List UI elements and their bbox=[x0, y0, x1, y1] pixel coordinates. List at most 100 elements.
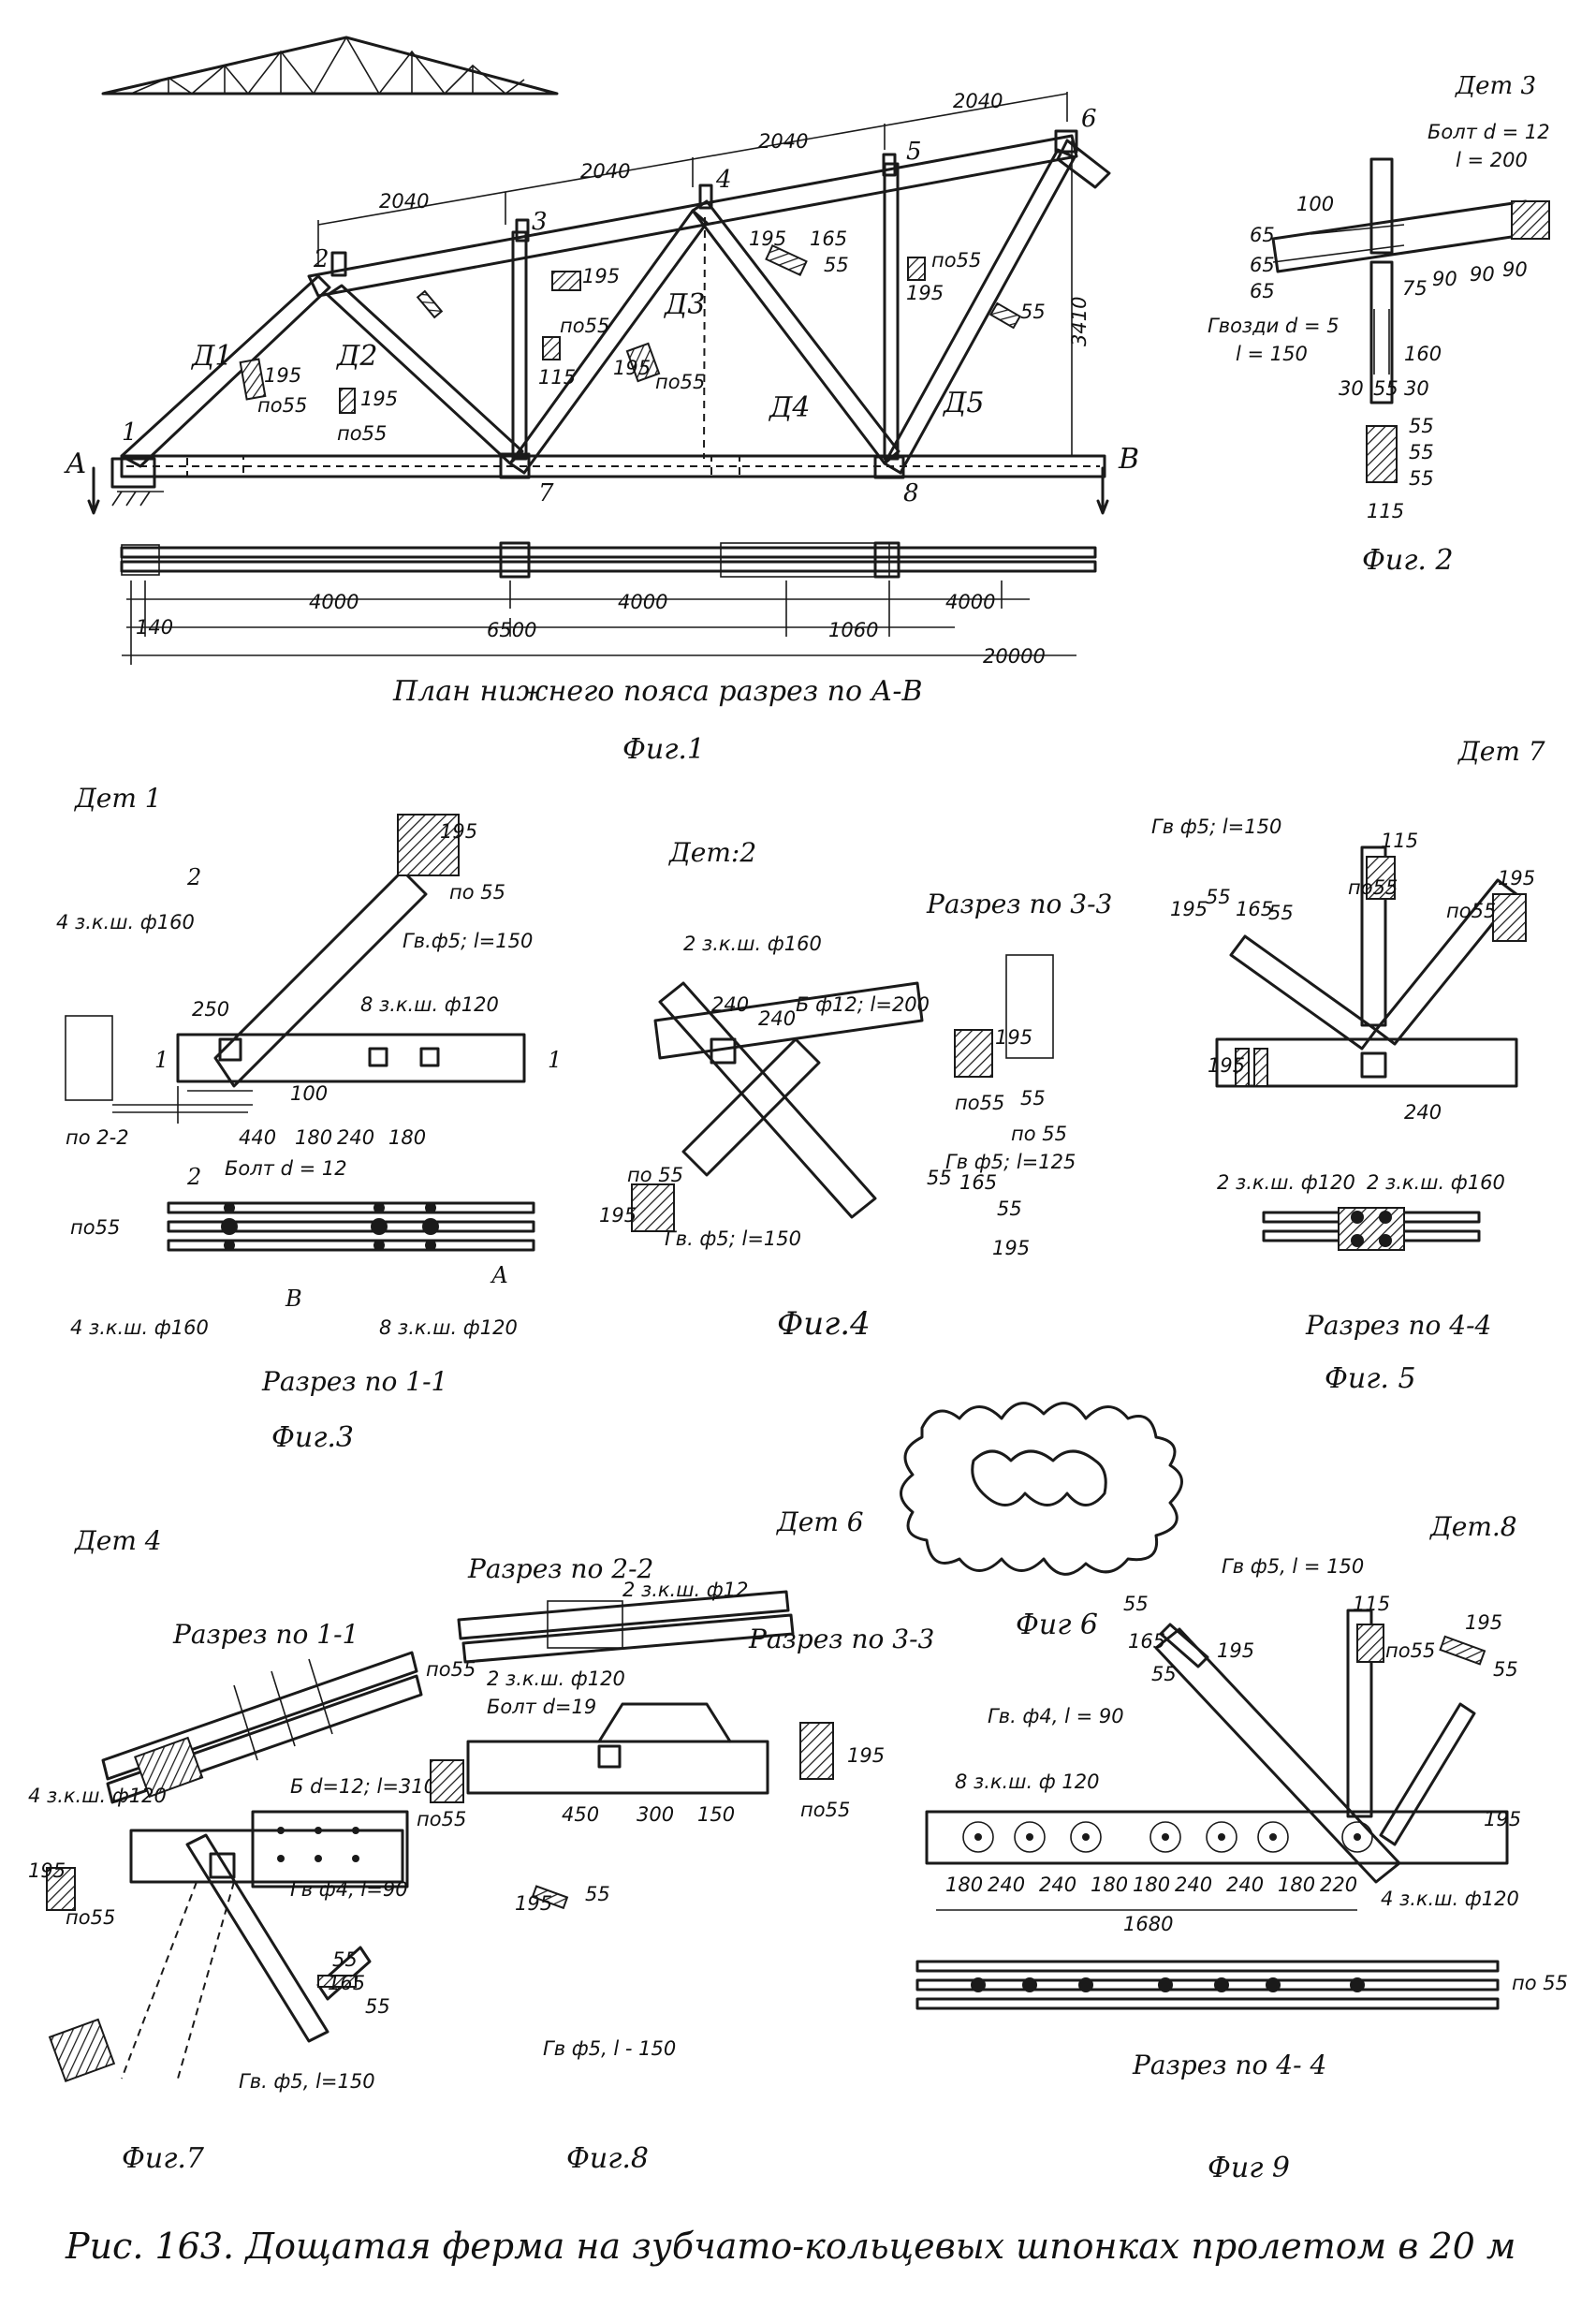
fig2-dim-55c: 55 bbox=[1409, 467, 1434, 490]
fig2-det: Дет 3 bbox=[1455, 72, 1536, 100]
fig2-bolt-l: l = 200 bbox=[1456, 149, 1528, 171]
fig9-item-3: 8 з.к.ш. ф 120 bbox=[955, 1771, 1100, 1793]
fig8-item-3: Болт d=19 bbox=[487, 1696, 596, 1718]
fig4-dim-165: 165 bbox=[959, 1171, 997, 1194]
truss-labels: 1 2 3 4 5 6 7 8 А В Д1 Д2 Д3 Д4 Д5 2040 … bbox=[64, 90, 1139, 507]
node-3: 3 bbox=[532, 208, 548, 236]
fig2-dim-30b: 30 bbox=[1404, 377, 1429, 400]
fig5-dim-195c: 195 bbox=[1208, 1054, 1245, 1077]
diagonal-d4 bbox=[691, 199, 900, 465]
fig2-dim-55a: 55 bbox=[1409, 415, 1434, 437]
fig3-det: Дет 1 bbox=[73, 783, 162, 814]
fig5-dim-55a: 55 bbox=[1206, 886, 1231, 908]
fig5-dim-195: 195 bbox=[1170, 898, 1208, 920]
sec-195-c: 195 bbox=[582, 265, 620, 287]
fig3-letter-1a: 1 bbox=[154, 1047, 168, 1073]
fig9-section: Разрез по 4- 4 bbox=[1132, 2050, 1326, 2080]
fig4-det: Дет:2 bbox=[667, 837, 756, 868]
fig3-detail-1: Дет 7 Дет 1 4 з.к.ш. ф160 195 по 55 Гв.ф… bbox=[56, 736, 1545, 1454]
fig2-dim-65b: 65 bbox=[1250, 254, 1275, 276]
point-b: В bbox=[1118, 443, 1139, 476]
fig2-dim-75: 75 bbox=[1402, 277, 1428, 300]
fig3-letter-2a: 2 bbox=[186, 864, 201, 890]
fig8-label: Фиг.8 bbox=[566, 2142, 649, 2175]
fig9-dim-165: 165 bbox=[1128, 1630, 1165, 1653]
fig2-bolt: Болт d = 12 bbox=[1428, 121, 1550, 143]
vertical-5 bbox=[883, 162, 900, 461]
sec-po55-b: по55 bbox=[337, 422, 387, 445]
fig9-item-2: Гв. ф4, l = 90 bbox=[988, 1705, 1124, 1727]
fig9-dim-240c: 240 bbox=[1175, 1874, 1212, 1896]
node-8: 8 bbox=[903, 479, 919, 507]
fig9-label: Фиг 9 bbox=[1208, 2152, 1290, 2184]
bottom-chord bbox=[120, 454, 1106, 478]
fig8-dim-195b: 195 bbox=[515, 1892, 552, 1915]
fig4-label: Фиг.4 bbox=[777, 1305, 871, 1343]
fig4-item-1: 2 з.к.ш. ф160 bbox=[683, 933, 822, 955]
vertical-3 bbox=[511, 230, 528, 461]
fig3-section: Разрез по 1-1 bbox=[261, 1366, 447, 1397]
fig3-bolt: Болт d = 12 bbox=[225, 1157, 347, 1180]
sec-165: 165 bbox=[810, 228, 847, 250]
member-d5: Д5 bbox=[942, 387, 984, 419]
fig8-dim-55: 55 bbox=[585, 1883, 610, 1905]
fig7-dim-55b: 55 bbox=[365, 1995, 390, 2018]
fig5-dim-po55b: по55 bbox=[1446, 900, 1496, 922]
sec-po55-d: по55 bbox=[655, 371, 705, 393]
fig2-dim-55b: 55 bbox=[1409, 441, 1434, 463]
fig2-detail-3: Дет 3 Болт d = 12 l = 200 100 65 65 65 7… bbox=[1208, 72, 1550, 577]
fig8-dim-150: 150 bbox=[697, 1803, 735, 1826]
fig9-dim-180d: 180 bbox=[1278, 1874, 1315, 1896]
fig3-label: Фиг.3 bbox=[271, 1421, 354, 1454]
fig5-section: Разрез по 4-4 bbox=[1305, 1310, 1491, 1341]
sec-115: 115 bbox=[538, 366, 576, 389]
fig3-dim-po55: по 55 bbox=[449, 881, 505, 904]
fig9-dim-220: 220 bbox=[1320, 1874, 1357, 1896]
plan-dim-4000-3: 4000 bbox=[945, 591, 995, 613]
fig9-det: Дет.8 bbox=[1428, 1511, 1517, 1542]
fig3-dim-240: 240 bbox=[337, 1126, 374, 1149]
fig7-item-3: Гв ф4, l=90 bbox=[290, 1878, 408, 1901]
point-a: А bbox=[64, 448, 87, 480]
fig2-dim-90b: 90 bbox=[1470, 263, 1495, 286]
fig9-dim-195a: 195 bbox=[1465, 1611, 1502, 1634]
fig8-section3: Разрез по 3-3 bbox=[748, 1624, 934, 1654]
fig9-dim-po55: по55 bbox=[1385, 1639, 1435, 1662]
fig5-dim-195b: 195 bbox=[1498, 867, 1535, 889]
fig4-dim-po55c: по 55 bbox=[627, 1164, 683, 1186]
plan-dim-140: 140 bbox=[136, 616, 173, 639]
sec-po55-a: по55 bbox=[257, 394, 307, 417]
member-d4: Д4 bbox=[768, 391, 810, 424]
fig9-dim-240a: 240 bbox=[988, 1874, 1025, 1896]
fig2-dim-65c: 65 bbox=[1250, 280, 1275, 302]
sec-po55-e: по55 bbox=[931, 249, 981, 272]
sec-po55-c: по55 bbox=[560, 315, 609, 337]
fig5-dim-115: 115 bbox=[1381, 830, 1418, 852]
fig5-det: Дет 7 bbox=[1457, 736, 1545, 767]
plan-dim-6500: 6500 bbox=[487, 619, 536, 641]
diagonal-d2 bbox=[326, 284, 524, 465]
node-6: 6 bbox=[1081, 105, 1097, 133]
fig9-dim-115: 115 bbox=[1353, 1593, 1390, 1615]
sec-195-e: 195 bbox=[749, 228, 786, 250]
fig9-dim-180c: 180 bbox=[1133, 1874, 1170, 1896]
fig3-letter-b: В bbox=[285, 1286, 302, 1312]
fig3-item-1: 4 з.к.ш. ф160 bbox=[56, 911, 195, 933]
fig8-section2: Разрез по 2-2 bbox=[467, 1553, 653, 1584]
fig7-item-1: 4 з.к.ш. ф120 bbox=[28, 1785, 167, 1807]
fig3-po55: по55 bbox=[70, 1216, 120, 1239]
fig3-dim-440: 440 bbox=[239, 1126, 276, 1149]
height-dim: 3410 bbox=[1068, 297, 1091, 346]
fig7-item-4: Гв. ф5, l=150 bbox=[239, 2070, 375, 2093]
fig2-dim-90a: 90 bbox=[1432, 268, 1457, 290]
sec-195-a: 195 bbox=[264, 364, 301, 387]
fig3-item-2: Гв.ф5; l=150 bbox=[403, 930, 533, 952]
fig9-dim-55a: 55 bbox=[1123, 1593, 1149, 1615]
fig9-dim-240b: 240 bbox=[1039, 1874, 1076, 1896]
fig8-dim-195: 195 bbox=[847, 1744, 885, 1767]
fig8-item-2: 2 з.к.ш. ф120 bbox=[487, 1668, 625, 1690]
fig9-dim-195: 195 bbox=[1484, 1808, 1521, 1830]
diagonal-d3 bbox=[508, 209, 709, 475]
node-4: 4 bbox=[715, 166, 732, 194]
